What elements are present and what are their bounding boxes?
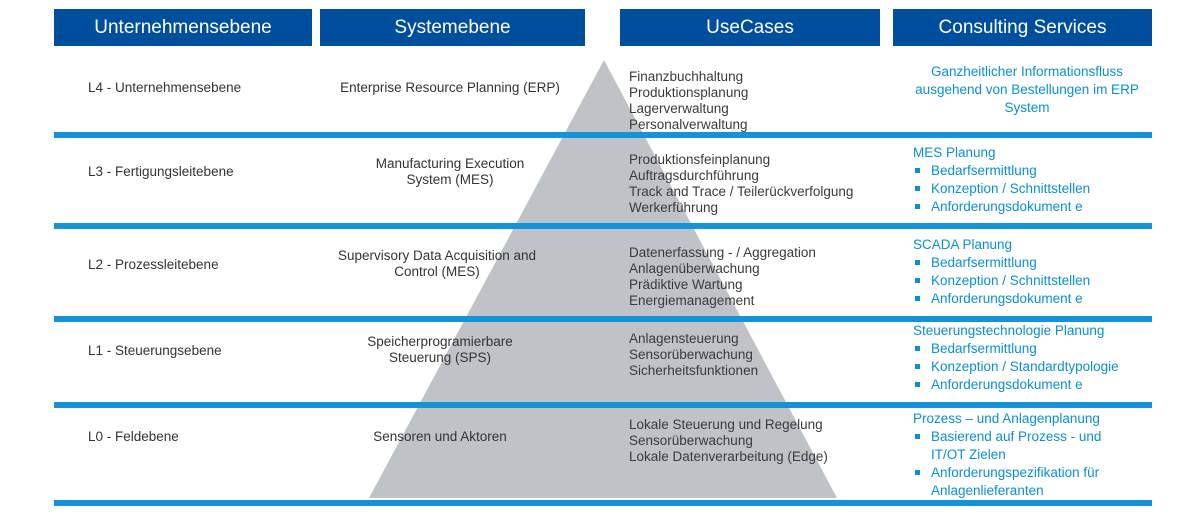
consulting-item: Bedarfsermittlung — [913, 254, 1153, 272]
consulting-l0: Prozess – und Anlagenplanung Basierend a… — [913, 410, 1148, 500]
usecase-item: Sensorüberwachung — [629, 433, 753, 448]
usecase-item: Finanzbuchhaltung — [629, 69, 744, 84]
usecase-item: Produktionsfeinplanung — [629, 152, 771, 167]
usecase-item: Lokale Datenverarbeitung (Edge) — [629, 449, 828, 464]
system-l1: Speicherprogramierbare Steuerung (SPS) — [367, 334, 513, 365]
usecases-l0: Lokale Steuerung und Regelung Sensorüber… — [629, 417, 828, 465]
usecases-l3: Produktionsfeinplanung Auftragsdurchführ… — [629, 152, 853, 216]
usecase-item: Datenerfassung - / Aggregation — [629, 245, 816, 260]
usecase-item: Energiemanagement — [629, 293, 755, 308]
consulting-item: Anforderungsdokument e — [913, 198, 1153, 216]
row-divider — [54, 500, 1152, 506]
usecase-item: Prädiktive Wartung — [629, 277, 743, 292]
usecase-item: Sensorüberwachung — [629, 347, 753, 362]
consulting-l4: Ganzheitlicher Informationsfluss ausgehe… — [913, 63, 1141, 117]
consulting-title: MES Planung — [913, 145, 996, 160]
consulting-item: Basierend auf Prozess - und IT/OT Zielen — [913, 428, 1123, 464]
usecase-item: Sicherheitsfunktionen — [629, 363, 759, 378]
level-label-l2: L2 - Prozessleitebene — [88, 257, 219, 272]
usecases-l2: Datenerfassung - / Aggregation Anlagenüb… — [629, 245, 816, 309]
consulting-item: Anforderungspezifikation für Anlagenlief… — [913, 464, 1128, 500]
header-systemebene: Systemebene — [320, 9, 585, 46]
level-label-l1: L1 - Steuerungsebene — [88, 343, 222, 358]
system-l0: Sensoren und Aktoren — [373, 429, 507, 444]
usecase-item: Auftragsdurchführung — [629, 168, 759, 183]
consulting-item: Konzeption / Schnittstellen — [913, 272, 1153, 290]
consulting-l2: SCADA Planung Bedarfsermittlung Konzepti… — [913, 236, 1153, 308]
consulting-text: Ganzheitlicher Informationsfluss ausgehe… — [915, 64, 1139, 115]
row-divider — [54, 402, 1152, 408]
header-consulting-services: Consulting Services — [893, 9, 1152, 46]
system-l4: Enterprise Resource Planning (ERP) — [340, 80, 560, 95]
row-divider — [54, 316, 1152, 322]
system-l3: Manufacturing Execution System (MES) — [375, 156, 525, 187]
usecases-l1: Anlagensteuerung Sensorüberwachung Siche… — [629, 331, 758, 379]
consulting-item: Anforderungsdokument e — [913, 376, 1153, 394]
usecase-item: Anlagensteuerung — [629, 331, 739, 346]
usecase-item: Lagerverwaltung — [629, 101, 729, 116]
consulting-item: Konzeption / Standardtypologie — [913, 358, 1153, 376]
consulting-item: Konzeption / Schnittstellen — [913, 180, 1153, 198]
usecase-item: Personalverwaltung — [629, 117, 748, 132]
usecases-l4: Finanzbuchhaltung Produktionsplanung Lag… — [629, 69, 748, 133]
usecase-item: Werkerführung — [629, 200, 719, 215]
row-divider — [54, 132, 1152, 138]
usecase-item: Produktionsplanung — [629, 85, 749, 100]
row-divider — [54, 223, 1152, 229]
usecase-item: Lokale Steuerung und Regelung — [629, 417, 823, 432]
consulting-title: Steuerungstechnologie Planung — [913, 323, 1105, 338]
consulting-title: SCADA Planung — [913, 237, 1013, 252]
system-l2: Supervisory Data Acquisition and Control… — [337, 248, 537, 279]
consulting-item: Bedarfsermittlung — [913, 340, 1153, 358]
level-label-l4: L4 - Unternehmensebene — [88, 80, 242, 95]
header-usecases: UseCases — [620, 9, 880, 46]
usecase-item: Anlagenüberwachung — [629, 261, 760, 276]
level-label-l0: L0 - Feldebene — [88, 429, 179, 444]
pyramid-triangle — [369, 60, 837, 498]
consulting-title: Prozess – und Anlagenplanung — [913, 411, 1100, 426]
level-label-l3: L3 - Fertigungsleitebene — [88, 164, 234, 179]
consulting-l3: MES Planung Bedarfsermittlung Konzeption… — [913, 144, 1153, 216]
header-unternehmensebene: Unternehmensebene — [54, 9, 312, 46]
consulting-l1: Steuerungstechnologie Planung Bedarfserm… — [913, 322, 1153, 394]
consulting-item: Anforderungsdokument e — [913, 290, 1153, 308]
consulting-item: Bedarfsermittlung — [913, 162, 1153, 180]
usecase-item: Track and Trace / Teilerückverfolgung — [629, 184, 854, 199]
